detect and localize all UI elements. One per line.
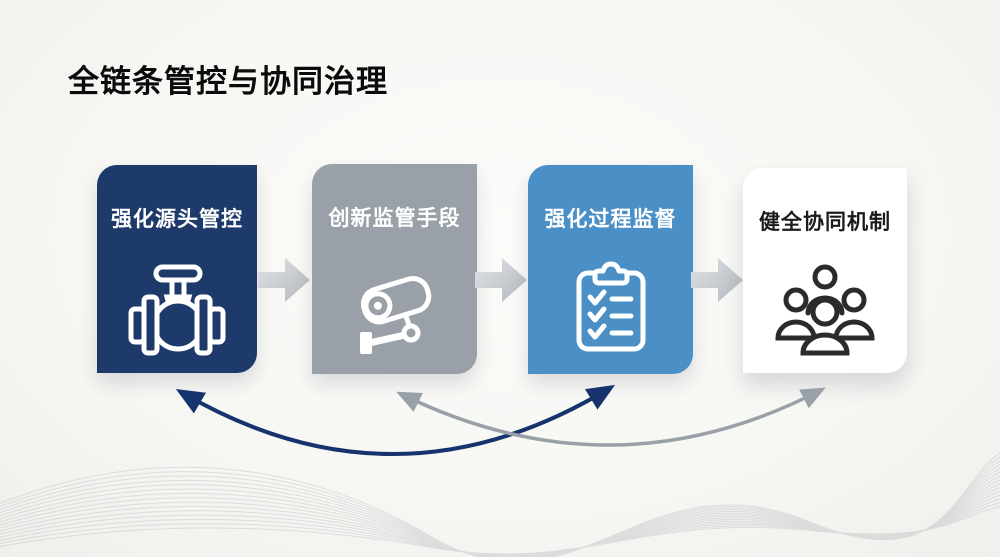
card-source-control: 强化源头管控 <box>97 165 257 373</box>
card-process-supervision: 强化过程监督 <box>528 165 693 374</box>
valve-icon <box>128 264 226 356</box>
card-label: 创新监管手段 <box>328 207 461 230</box>
card-label: 强化过程监督 <box>544 208 677 231</box>
card-label: 健全协同机制 <box>759 211 891 234</box>
page-title: 全链条管控与协同治理 <box>68 64 388 99</box>
card-coordination-mechanism: 健全协同机制 <box>743 168 907 373</box>
card-label: 强化源头管控 <box>111 208 243 231</box>
people-group-icon <box>775 264 875 356</box>
flow-arrow-right-icon <box>475 258 527 302</box>
cctv-camera-icon <box>359 275 431 354</box>
flow-arrow-right-icon <box>258 258 310 302</box>
feedback-arrow-gray <box>396 387 826 447</box>
flow-arrow-right-icon <box>691 258 743 302</box>
checklist-icon <box>576 261 645 352</box>
card-regulatory-innovation: 创新监管手段 <box>312 164 477 374</box>
feedback-arrow-navy <box>175 384 616 456</box>
